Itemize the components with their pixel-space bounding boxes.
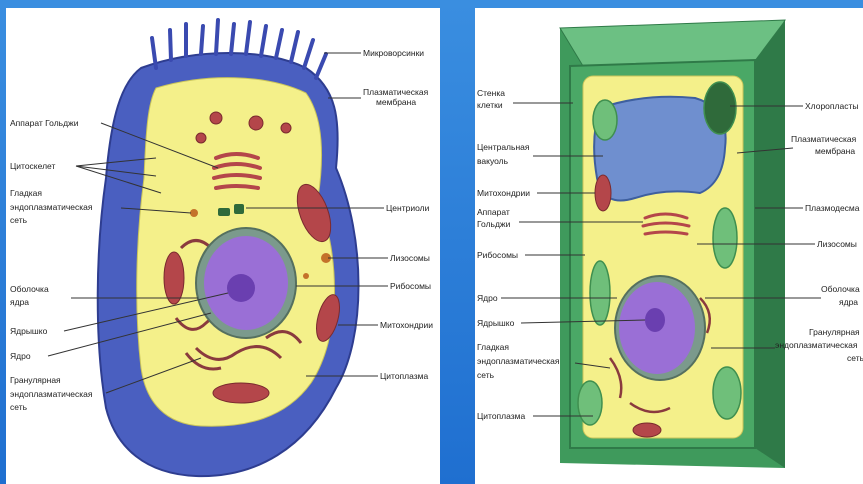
label-nucleus: Ядро bbox=[10, 351, 31, 361]
label-cytoskeleton: Цитоскелет bbox=[10, 161, 55, 171]
label-mitochondria: Митохондрии bbox=[380, 320, 433, 330]
label-plant-rough-er-3: сеть bbox=[847, 353, 863, 363]
label-smooth-er-2: эндоплазматическая bbox=[10, 202, 93, 212]
animal-cell-diagram: Микроворсинки Плазматическая мембрана Ап… bbox=[6, 8, 440, 484]
label-nucleolus: Ядрышко bbox=[10, 326, 48, 336]
label-cell-wall-2: клетки bbox=[477, 100, 503, 110]
label-plant-rough-er-2: эндоплазматическая bbox=[775, 340, 858, 350]
label-rough-er-2: эндоплазматическая bbox=[10, 389, 93, 399]
label-smooth-er-1: Гладкая bbox=[10, 188, 42, 198]
label-plant-ribosomes: Рибосомы bbox=[477, 250, 518, 260]
label-rough-er-3: сеть bbox=[10, 402, 28, 412]
label-plant-plasma-membrane-2: мембрана bbox=[815, 146, 855, 156]
label-ribosomes: Рибосомы bbox=[390, 281, 431, 291]
label-plant-cytoplasm: Цитоплазма bbox=[477, 411, 525, 421]
label-plant-smooth-er-3: сеть bbox=[477, 370, 495, 380]
label-plasma-membrane-1: Плазматическая bbox=[363, 87, 429, 97]
label-plant-lysosomes: Лизосомы bbox=[817, 239, 857, 249]
plant-cell-diagram: Стенка клетки Центральная вакуоль Митохо… bbox=[475, 8, 863, 484]
label-plant-rough-er-1: Гранулярная bbox=[809, 327, 860, 337]
label-rough-er-1: Гранулярная bbox=[10, 375, 61, 385]
label-lysosomes: Лизосомы bbox=[390, 253, 430, 263]
label-plant-nuclear-envelope-1: Оболочка bbox=[821, 284, 860, 294]
animal-cell-panel: Микроворсинки Плазматическая мембрана Ап… bbox=[6, 8, 440, 484]
label-plant-nucleolus: Ядрышко bbox=[477, 318, 515, 328]
label-plant-nucleus: Ядро bbox=[477, 293, 498, 303]
label-golgi: Аппарат Гольджи bbox=[10, 118, 79, 128]
label-microvilli: Микроворсинки bbox=[363, 48, 424, 58]
label-plant-plasma-membrane-1: Плазматическая bbox=[791, 134, 857, 144]
label-plant-smooth-er-2: эндоплазматическая bbox=[477, 356, 560, 366]
label-smooth-er-3: сеть bbox=[10, 215, 28, 225]
plant-cell-wall-top bbox=[560, 20, 785, 66]
label-plant-smooth-er-1: Гладкая bbox=[477, 342, 509, 352]
label-nuclear-envelope-1: Оболочка bbox=[10, 284, 49, 294]
label-chloroplasts: Хлоропласты bbox=[805, 101, 858, 111]
label-plant-mitochondria: Митохондрии bbox=[477, 188, 530, 198]
plant-nucleolus bbox=[645, 308, 665, 332]
label-cytoplasm: Цитоплазма bbox=[380, 371, 428, 381]
label-cell-wall-1: Стенка bbox=[477, 88, 505, 98]
label-plasmodesmata: Плазмодесма bbox=[805, 203, 860, 213]
label-central-vacuole-2: вакуоль bbox=[477, 156, 509, 166]
label-plant-golgi-1: Аппарат bbox=[477, 207, 510, 217]
label-nuclear-envelope-2: ядра bbox=[10, 297, 29, 307]
label-plasma-membrane-2: мембрана bbox=[376, 97, 416, 107]
plant-cell-panel: Стенка клетки Центральная вакуоль Митохо… bbox=[475, 8, 863, 484]
animal-nucleolus bbox=[227, 274, 255, 302]
label-centrioles: Центриоли bbox=[386, 203, 430, 213]
label-central-vacuole-1: Центральная bbox=[477, 142, 530, 152]
label-plant-nuclear-envelope-2: ядра bbox=[839, 297, 858, 307]
label-plant-golgi-2: Гольджи bbox=[477, 219, 511, 229]
